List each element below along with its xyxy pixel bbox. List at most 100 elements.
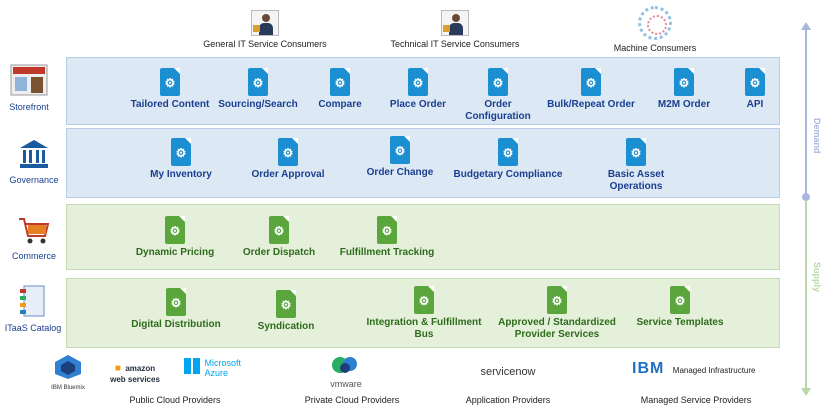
service-label: Order Change — [366, 167, 434, 178]
supply-axis — [805, 200, 807, 390]
service-label: Budgetary Compliance — [453, 169, 563, 180]
service-budgetary-compliance: ⚙ Budgetary Compliance — [448, 138, 568, 181]
service-order-approval: ⚙ Order Approval — [240, 138, 336, 181]
service-order-change: ⚙ Order Change — [352, 136, 448, 179]
provider-managed: Managed Service Providers — [626, 395, 766, 405]
service-compare: ⚙ Compare — [300, 68, 380, 111]
supply-label: Supply — [812, 262, 821, 293]
service-label: Sourcing/Search — [218, 99, 298, 110]
service-doc-icon: ⚙ — [330, 68, 350, 96]
consumer-machine-label: Machine Consumers — [613, 43, 697, 53]
demand-axis — [805, 28, 807, 196]
service-doc-icon: ⚙ — [626, 138, 646, 166]
service-label: Place Order — [389, 99, 447, 110]
service-doc-icon: ⚙ — [165, 216, 185, 244]
service-label: Bulk/Repeat Order — [547, 99, 635, 110]
layer-storefront-label: Storefront — [9, 102, 49, 112]
service-doc-icon: ⚙ — [248, 68, 268, 96]
provider-logo-text: IBM Bluemix — [51, 385, 85, 391]
commerce-band — [66, 204, 780, 270]
service-digital-distribution: ⚙Digital Distribution — [122, 288, 230, 331]
service-label: Dynamic Pricing — [135, 247, 215, 258]
provider-public-label: Public Cloud Providers — [129, 395, 221, 405]
provider-logo-text: Managed Infrastructure — [672, 366, 756, 375]
service-label: Service Templates — [636, 317, 724, 328]
provider-managed-label: Managed Service Providers — [640, 395, 752, 405]
catalog-icon — [20, 285, 45, 317]
consumer-general-label: General IT Service Consumers — [203, 39, 327, 49]
provider-application-label: Application Providers — [465, 395, 551, 405]
person-icon — [251, 10, 279, 36]
consumer-technical: Technical IT Service Consumers — [380, 10, 530, 49]
provider-logo-servicenow: servicenow — [468, 366, 548, 378]
service-label: API — [746, 99, 764, 110]
layer-commerce-label: Commerce — [11, 251, 56, 261]
service-order-configuration: ⚙ Order Configuration — [458, 68, 538, 123]
storefront-icon — [10, 64, 48, 96]
provider-logo-azure: Microsoft Azure — [184, 358, 248, 381]
service-label: M2M Order — [657, 99, 711, 110]
person-icon — [441, 10, 469, 36]
service-doc-icon: ⚙ — [276, 290, 296, 318]
layer-governance: Governance — [4, 138, 64, 185]
service-fulfillment-tracking: ⚙Fulfillment Tracking — [332, 216, 442, 259]
service-label: My Inventory — [150, 169, 212, 180]
service-doc-icon: ⚙ — [498, 138, 518, 166]
service-doc-icon: ⚙ — [171, 138, 191, 166]
service-doc-icon: ⚙ — [269, 216, 289, 244]
service-templates: ⚙ Service Templates — [630, 286, 730, 329]
shopping-cart-icon — [19, 218, 50, 244]
aws-icon: ■ — [114, 363, 121, 374]
service-api: ⚙ API — [730, 68, 780, 111]
consumer-machine: Machine Consumers — [590, 6, 720, 53]
service-doc-icon: ⚙ — [488, 68, 508, 96]
service-label: Digital Distribution — [131, 319, 221, 330]
service-order-dispatch: ⚙ Order Dispatch — [236, 216, 322, 259]
layer-catalog-label: ITaaS Catalog — [4, 323, 62, 333]
service-doc-icon: ⚙ — [674, 68, 694, 96]
demand-arrowhead — [801, 22, 811, 30]
service-my-inventory: ⚙ My Inventory — [136, 138, 226, 181]
provider-logo-ibm: IBM Managed Infrastructure — [632, 360, 762, 378]
provider-logo-text: servicenow — [480, 366, 536, 378]
provider-logo-text: Microsoft Azure — [204, 358, 241, 378]
provider-logo-text: IBM — [632, 360, 665, 377]
layer-storefront: Storefront — [6, 63, 52, 112]
provider-logo-text: vmware — [330, 379, 362, 389]
service-label: Tailored Content — [130, 99, 210, 110]
service-place-order: ⚙Place Order — [378, 68, 458, 111]
service-doc-icon: ⚙ — [670, 286, 690, 314]
bluemix-icon — [55, 355, 81, 379]
consumer-technical-label: Technical IT Service Consumers — [390, 39, 520, 49]
service-label: Approved / Standardized Provider Service… — [498, 317, 616, 340]
demand-label: Demand — [812, 118, 821, 154]
service-approved-provider-services: ⚙Approved / Standardized Provider Servic… — [494, 286, 620, 341]
service-dynamic-pricing: ⚙ Dynamic Pricing — [130, 216, 220, 259]
service-sourcing-search: ⚙ Sourcing/Search — [210, 68, 306, 111]
provider-private: Private Cloud Providers — [282, 395, 422, 405]
layer-catalog: ITaaS Catalog — [2, 284, 64, 333]
service-doc-icon: ⚙ — [160, 68, 180, 96]
service-label: Order Configuration — [465, 99, 531, 122]
provider-logo-vmware: vmware — [322, 356, 370, 389]
machine-icon — [638, 6, 672, 40]
service-doc-icon: ⚙ — [278, 138, 298, 166]
vmware-icon — [332, 357, 357, 373]
service-syndication: ⚙Syndication — [244, 290, 328, 333]
service-label: Order Dispatch — [242, 247, 316, 258]
service-doc-icon: ⚙ — [745, 68, 765, 96]
service-bulk-repeat-order: ⚙ Bulk/Repeat Order — [540, 68, 642, 111]
service-label: Compare — [318, 99, 362, 110]
layer-commerce: Commerce — [6, 216, 62, 261]
provider-logo-aws: ■ amazon web services — [108, 362, 162, 385]
service-basic-asset-operations: ⚙ Basic Asset Operations — [600, 138, 672, 193]
service-doc-icon: ⚙ — [581, 68, 601, 96]
bank-icon — [20, 140, 48, 168]
service-integration-fulfillment-bus: ⚙Integration & Fulfillment Bus — [362, 286, 486, 341]
provider-application: Application Providers — [448, 395, 568, 405]
axis-junction — [802, 193, 810, 201]
service-doc-icon: ⚙ — [390, 136, 410, 164]
service-label: Basic Asset Operations — [607, 169, 665, 192]
service-m2m-order: ⚙ M2M Order — [648, 68, 720, 111]
service-label: Order Approval — [251, 169, 325, 180]
